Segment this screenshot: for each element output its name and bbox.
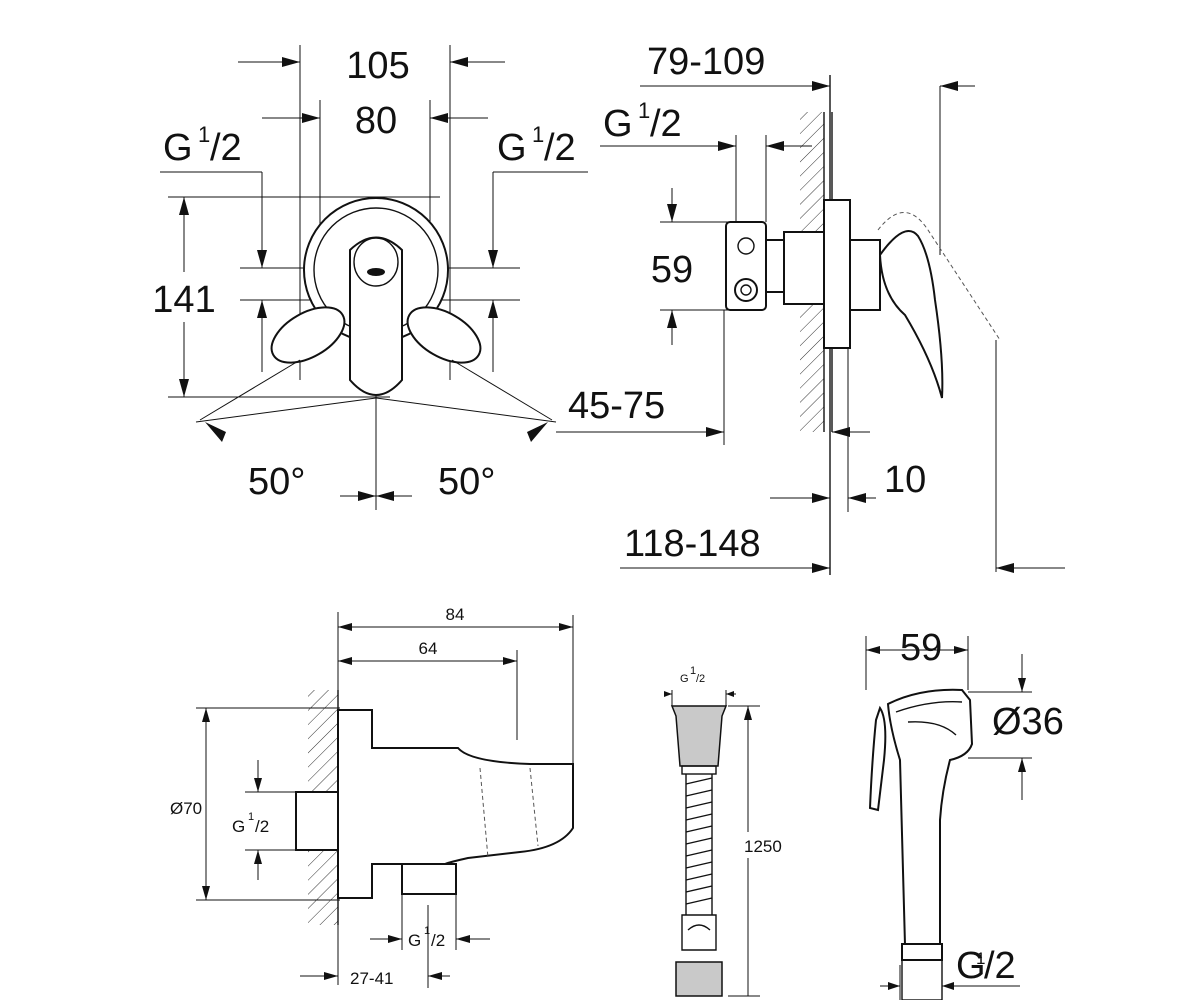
outlet-diameter-label: Ø70 [170,799,202,818]
shower-diameter-label: Ø36 [992,701,1064,743]
hose-view: G 1 /2 1250 [664,665,782,997]
front-thread-right-num: 1 [532,122,544,147]
wall-outlet-view: 84 64 Ø70 G 1 /2 [170,605,574,988]
outlet-total-label: 84 [446,605,465,624]
hand-shower-view: 1250 59 Ø36 G 1 /2 [865,627,1064,1000]
front-thread-right-base: G [497,127,527,169]
front-width-outer-label: 105 [346,45,409,87]
shower-thread-den: /2 [984,945,1016,987]
side-plate-label: 10 [884,459,926,501]
front-view: 105 80 G 1 /2 G 1 /2 141 [152,45,588,510]
hose-length-label: 1250 [744,837,782,856]
front-angle-right-label: 50° [438,461,495,503]
outlet-thread-left-num: 1 [248,811,254,823]
side-thread-base: G [603,103,633,145]
outlet-thread-bottom-num: 1 [424,925,430,937]
outlet-inner-label: 64 [419,639,438,658]
side-total-depth-label: 118-148 [624,523,761,565]
front-angle-left-label: 50° [248,461,305,503]
side-height-59-label: 59 [651,249,693,291]
front-height-label: 141 [152,279,215,321]
side-view: 79-109 G 1 /2 59 [556,41,1065,575]
hose-thread-base: G [680,673,689,685]
outlet-thread-bottom-base: G [408,931,421,950]
outlet-thread-left-base: G [232,817,245,836]
outlet-range-label: 27-41 [350,969,393,988]
side-depth-range-label: 79-109 [647,41,765,83]
front-thread-left-den: /2 [210,127,242,169]
outlet-thread-left-den: /2 [255,817,269,836]
side-install-depth-label: 45-75 [568,385,665,427]
front-thread-left-base: G [163,127,193,169]
front-thread-left-num: 1 [198,122,210,147]
side-thread-num: 1 [638,98,650,123]
hose-thread-num: 1 [690,665,696,677]
hose-thread-den: /2 [696,673,705,685]
front-thread-right-den: /2 [544,127,576,169]
shower-thread-base: G [956,945,986,987]
shower-width-label-visible: 59 [900,627,942,669]
front-width-inner-label: 80 [355,100,397,142]
shower-thread-num: 1 [976,949,985,968]
side-thread-den: /2 [650,103,682,145]
outlet-thread-bottom-den: /2 [431,931,445,950]
